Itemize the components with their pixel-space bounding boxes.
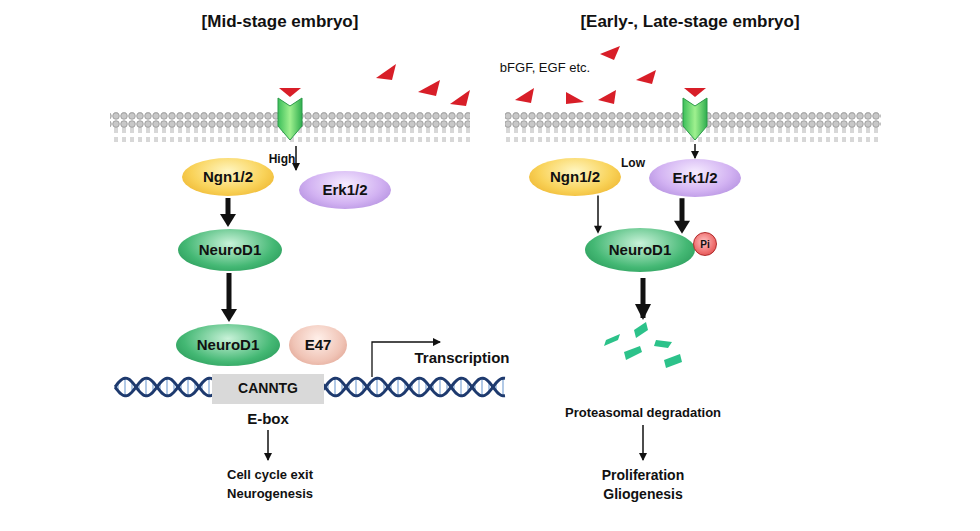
- ligand: [376, 64, 396, 80]
- arrow-connector: [674, 198, 690, 234]
- panel-title: [Mid-stage embryo]: [202, 12, 359, 32]
- ligand: [418, 80, 440, 96]
- gene-ellipse: Ngn1/2: [182, 158, 274, 196]
- protein-ellipse: NeuroD1: [585, 228, 695, 272]
- base-pair: [481, 378, 482, 396]
- level-label: Low: [621, 157, 645, 171]
- partner-ellipse: E47: [289, 325, 347, 365]
- base-pair: [397, 378, 398, 396]
- outcome-label: Cell cycle exit: [227, 468, 313, 483]
- bound-ligand: [279, 88, 301, 97]
- arrow-shaft: [597, 195, 599, 226]
- receptor: [683, 98, 707, 140]
- outcome-label: Gliogenesis: [603, 486, 682, 502]
- ligand-label: bFGF, EGF etc.: [500, 61, 590, 76]
- degraded-fragments: [604, 322, 682, 368]
- gene-ellipse: Ngn1/2: [529, 158, 621, 196]
- base-pair: [418, 378, 419, 396]
- process-label: Proteasomal degradation: [565, 406, 721, 421]
- ligand: [636, 70, 656, 84]
- base-pair: [355, 378, 356, 396]
- panel-title: [Early-, Late-stage embryo]: [580, 12, 799, 32]
- ligand: [515, 88, 534, 103]
- base-pair: [145, 378, 146, 396]
- fragment: [664, 354, 682, 368]
- signal-arrow: [295, 146, 297, 170]
- ligand: [600, 46, 620, 60]
- receptor: [278, 98, 302, 140]
- level-label: High: [269, 153, 296, 167]
- ligand: [566, 92, 584, 104]
- base-pair: [187, 378, 188, 396]
- arrow-head: [221, 309, 237, 322]
- node-label: Ngn1/2: [550, 169, 600, 186]
- node-label: CANNTG: [238, 381, 298, 396]
- protein-ellipse: NeuroD1: [176, 324, 280, 366]
- arrow-connector: [221, 273, 237, 322]
- fragment: [624, 346, 642, 360]
- node-label: NeuroD1: [609, 242, 672, 259]
- fragment: [654, 340, 672, 348]
- arrow-head: [674, 221, 690, 234]
- protein-ellipse: NeuroD1: [178, 229, 282, 271]
- degradation-arrow: [641, 278, 646, 318]
- node-label: NeuroD1: [199, 242, 262, 259]
- kinase-ellipse: Erk1/2: [299, 171, 391, 209]
- node-label: Pi: [700, 239, 709, 250]
- base-pair: [334, 378, 335, 396]
- outcome-label: Proliferation: [602, 467, 684, 483]
- arrow-connector: [220, 198, 236, 227]
- outcome-label: Neurogenesis: [227, 487, 313, 502]
- node-label: Erk1/2: [672, 170, 717, 187]
- signal-arrow: [694, 144, 696, 158]
- process-label: Transcription: [414, 349, 509, 366]
- node-label: Ngn1/2: [203, 169, 253, 186]
- node-label: E47: [305, 337, 332, 354]
- arrow-head: [220, 214, 236, 227]
- phosphate-circle: Pi: [693, 232, 717, 256]
- site-label: E-box: [247, 410, 289, 427]
- arrow-head: [594, 226, 602, 234]
- base-pair: [376, 378, 377, 396]
- base-pair: [166, 378, 167, 396]
- arrow-shaft: [226, 198, 231, 215]
- outcome-arrow: [642, 425, 644, 460]
- base-pair: [208, 378, 209, 396]
- arrow-connector: [594, 195, 602, 233]
- base-pair: [439, 378, 440, 396]
- kinase-ellipse: Erk1/2: [649, 159, 741, 197]
- bound-ligand: [684, 88, 706, 97]
- node-label: Erk1/2: [322, 182, 367, 199]
- base-pair: [502, 378, 503, 396]
- arrow-shaft: [227, 273, 232, 310]
- ebox-box: CANNTG: [212, 374, 324, 404]
- ligand-group: [376, 46, 656, 106]
- fragment: [604, 334, 620, 346]
- outcome-arrow: [267, 430, 269, 460]
- ligand: [450, 90, 470, 106]
- arrow-shaft: [680, 198, 685, 222]
- fragment: [634, 322, 648, 338]
- ligand: [598, 90, 616, 104]
- node-label: NeuroD1: [197, 337, 260, 354]
- base-pair: [460, 378, 461, 396]
- base-pair: [124, 378, 125, 396]
